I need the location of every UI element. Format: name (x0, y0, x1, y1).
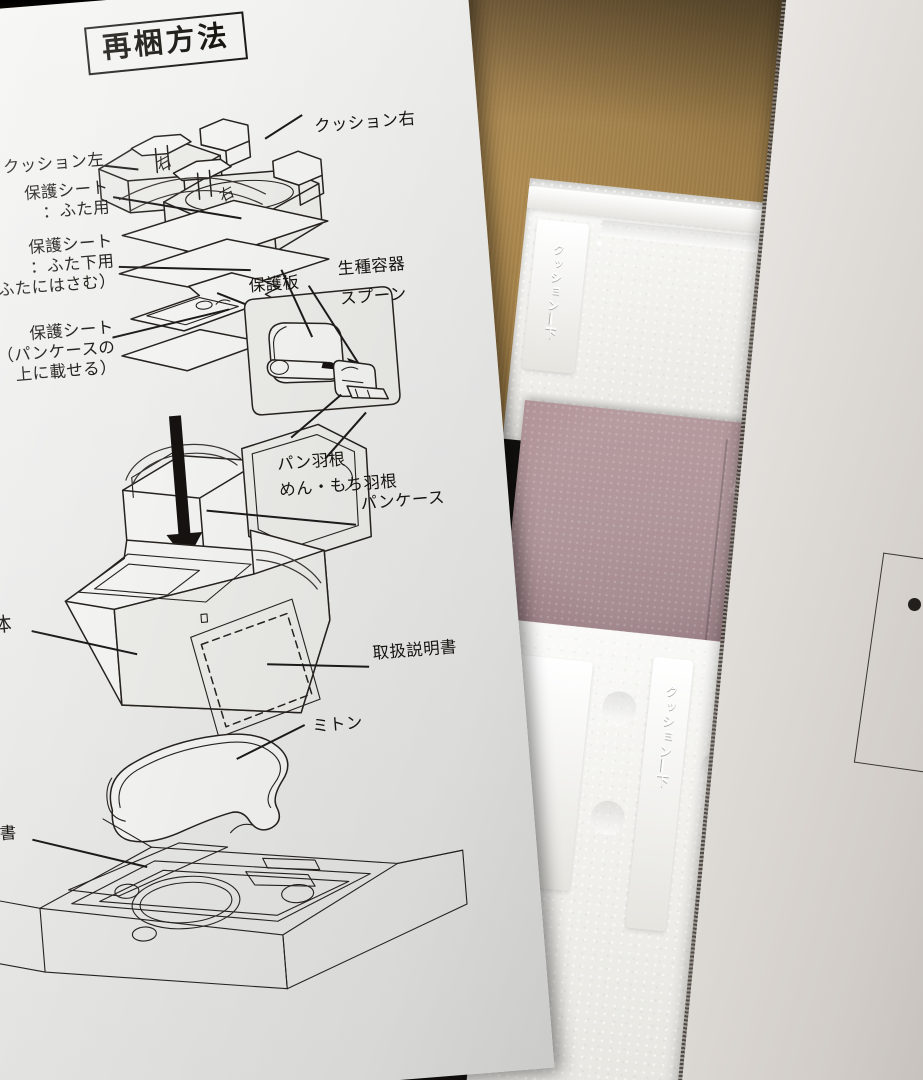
protect-sheet-lid-drawing (121, 199, 329, 259)
protect-sheet-pancase-drawing (121, 328, 267, 372)
label-mitten: ミトン (311, 712, 364, 736)
accessory-box-drawing (243, 286, 401, 416)
right-panel-dot (908, 598, 921, 611)
bottom-foam-tray-drawing (0, 818, 468, 990)
mitten-drawing (106, 733, 289, 843)
repacking-instruction-sheet: 再梱方法 (0, 0, 555, 1080)
exploded-view-illustration (0, 118, 468, 990)
label-protect-board: 保護板 (247, 272, 301, 296)
lid-drawing (241, 423, 372, 562)
sheet-content: 再梱方法 (0, 11, 468, 990)
label-main-body: 本体 (0, 611, 13, 639)
main-body-drawing (64, 529, 331, 738)
